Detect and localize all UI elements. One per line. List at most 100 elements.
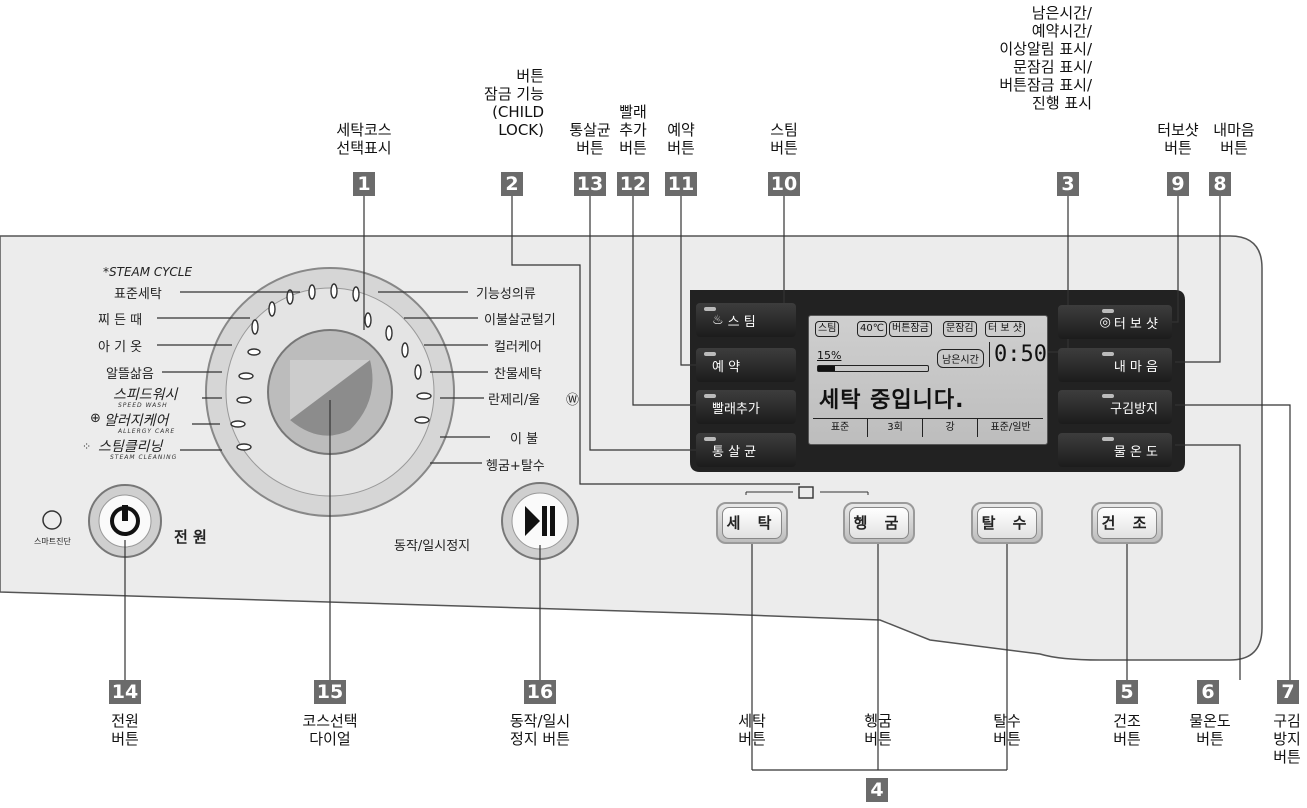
lcd-progress-fill	[818, 366, 835, 371]
label-course-dial: 코스선택 다이얼	[302, 712, 358, 748]
lcd-option-temp: 표준/일반	[990, 422, 1031, 433]
badge-2: 2	[501, 172, 523, 196]
course-allergy: 알러지케어	[104, 413, 169, 429]
dry-button-label: 건 조	[1097, 507, 1157, 539]
lcd-message: 세탁 중입니다.	[819, 388, 965, 413]
power-button[interactable]	[89, 485, 161, 557]
add-laundry-button-label: 빨래추가	[712, 401, 760, 417]
wool-icon: Ⓦ	[566, 393, 580, 408]
lcd-btnlock-indicator: 버튼잠금	[889, 321, 932, 337]
badge-8: 8	[1209, 172, 1231, 196]
label-steam: 스팀 버튼	[770, 121, 798, 157]
water-temp-button-label: 물 온 도	[1113, 444, 1158, 460]
dry-button[interactable]: 건 조	[1091, 502, 1163, 544]
course-rinse-spin: 헹굼+탈수	[486, 459, 545, 474]
start-pause-button[interactable]	[502, 483, 578, 559]
course-stain: 찌 든 때	[98, 313, 143, 328]
label-my-cycle: 내마음 버튼	[1213, 121, 1255, 157]
course-steam-clean-en: STEAM CLEANING	[110, 454, 178, 461]
start-pause-label: 동작/일시정지	[394, 539, 471, 554]
lcd-temp-indicator: 40℃	[857, 321, 887, 337]
reserve-button[interactable]: 예 약	[696, 348, 796, 382]
my-cycle-led	[1102, 352, 1114, 356]
wash-button[interactable]: 세 탁	[716, 502, 788, 544]
lcd-progress-text: 15%	[817, 349, 842, 362]
label-reserve: 예약 버튼	[667, 121, 695, 157]
course-cold-wash: 찬물세탁	[494, 367, 542, 382]
rinse-button-label: 헹 굼	[849, 507, 909, 539]
course-speed-wash: 스피드워시	[113, 387, 178, 403]
badge-14: 14	[109, 680, 141, 704]
course-lingerie-wool: 란제리/울	[488, 393, 541, 408]
add-laundry-led	[704, 394, 716, 398]
label-rinse: 헹굼 버튼	[864, 712, 892, 748]
steam-icon: ♨	[712, 312, 724, 328]
badge-3: 3	[1057, 172, 1079, 196]
badge-1: 1	[353, 172, 375, 196]
smart-diagnosis-label: 스마트진단	[34, 537, 71, 546]
steam-led	[704, 307, 716, 311]
label-display: 남은시간/ 예약시간/ 이상알림 표시/ 문잠김 표시/ 버튼잠금 표시/ 진행…	[999, 4, 1092, 112]
lcd-remaining-label: 남은시간	[937, 349, 984, 368]
lcd-option-row: 표준 3회 강 표준/일반	[813, 418, 1043, 437]
badge-10: 10	[768, 172, 800, 196]
badge-12: 12	[617, 172, 649, 196]
course-bedding: 이 불	[510, 432, 539, 447]
badge-5: 5	[1116, 680, 1138, 704]
sterilize-button-label: 통 살 균	[712, 444, 757, 460]
course-functional: 기능성의류	[476, 287, 536, 302]
turbo-shot-button[interactable]: ◎ 터 보 샷	[1058, 305, 1172, 339]
badge-6: 6	[1197, 680, 1219, 704]
course-allergy-en: ALLERGY CARE	[118, 428, 176, 435]
spin-button-label: 탈 수	[977, 507, 1037, 539]
badge-9: 9	[1167, 172, 1189, 196]
course-steam-clean: 스팀클리닝	[98, 439, 163, 455]
label-wrinkle: 구김 방지 버튼	[1273, 712, 1301, 766]
label-turbo-shot: 터보샷 버튼	[1157, 121, 1199, 157]
label-course-display: 세탁코스 선택표시	[336, 121, 392, 157]
badge-16: 16	[524, 680, 556, 704]
steam-button-label: 스 팀	[727, 314, 756, 330]
power-label: 전 원	[174, 528, 207, 546]
course-color-care: 컬러케어	[494, 340, 542, 355]
turbo-shot-icon: ◎	[1099, 314, 1111, 330]
label-dry: 건조 버튼	[1113, 712, 1141, 748]
spin-button[interactable]: 탈 수	[971, 502, 1043, 544]
course-boil: 알뜰삶음	[106, 367, 154, 382]
water-temp-button[interactable]: 물 온 도	[1058, 433, 1172, 467]
label-wash: 세탁 버튼	[738, 712, 766, 748]
label-power: 전원 버튼	[111, 712, 139, 748]
add-laundry-button[interactable]: 빨래추가	[696, 390, 796, 424]
reserve-button-label: 예 약	[712, 359, 741, 375]
rinse-button[interactable]: 헹 굼	[843, 502, 915, 544]
lcd-option-spin: 강	[923, 419, 979, 437]
turbo-shot-led	[1102, 309, 1114, 313]
lcd-time: 0:50	[989, 342, 1047, 367]
wrinkle-led	[1102, 394, 1114, 398]
sterilize-led	[704, 437, 716, 441]
badge-4: 4	[866, 778, 888, 802]
badge-11: 11	[665, 172, 697, 196]
steam-button[interactable]: ♨ 스 팀	[696, 303, 796, 337]
course-baby: 아 기 옷	[98, 340, 143, 355]
course-dial[interactable]	[268, 330, 392, 454]
turbo-shot-button-label: 터 보 샷	[1113, 316, 1158, 332]
badge-7: 7	[1277, 680, 1299, 704]
course-speed-wash-en: SPEED WASH	[118, 402, 168, 409]
lcd-progress-track	[817, 365, 929, 372]
badge-15: 15	[314, 680, 346, 704]
label-start-pause: 동작/일시 정지 버튼	[509, 712, 571, 748]
sterilize-button[interactable]: 통 살 균	[696, 433, 796, 467]
my-cycle-button[interactable]: 내 마 음	[1058, 348, 1172, 382]
my-cycle-button-label: 내 마 음	[1113, 359, 1158, 375]
lcd-doorlock-indicator: 문잠김	[943, 321, 977, 337]
label-water-temp: 물온도 버튼	[1189, 712, 1231, 748]
steam-clean-icon: ⁘	[82, 440, 92, 453]
lcd-display: 스팀 40℃ 버튼잠금 문잠김 터 보 샷 15% 남은시간 0:50 세탁 중…	[808, 315, 1048, 445]
reserve-led	[704, 352, 716, 356]
lcd-turbo-indicator: 터 보 샷	[985, 321, 1025, 337]
course-steam-cycle-note: *STEAM CYCLE	[103, 265, 193, 279]
label-add-laundry: 빨래 추가 버튼	[619, 103, 647, 157]
wrinkle-button[interactable]: 구김방지	[1058, 390, 1172, 424]
water-temp-led	[1102, 437, 1114, 441]
